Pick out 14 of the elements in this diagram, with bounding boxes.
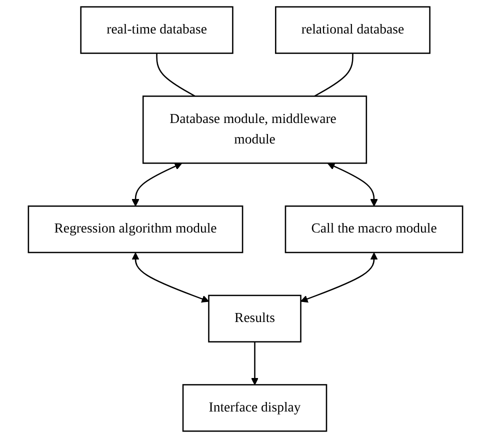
node-box: Call the macro module xyxy=(284,205,464,254)
connector xyxy=(156,53,196,97)
arrow xyxy=(132,252,210,303)
arrow xyxy=(300,252,378,303)
node-box: Interface display xyxy=(182,384,328,432)
node-box: real-time database xyxy=(80,6,234,54)
connector xyxy=(314,53,354,97)
node-box: relational database xyxy=(275,6,430,54)
node-box: Database module, middleware module xyxy=(142,96,368,164)
arrow xyxy=(132,162,182,206)
node-box: Results xyxy=(208,294,302,342)
arrow xyxy=(327,162,378,206)
node-box: Regression algorithm module xyxy=(28,205,244,254)
arrow xyxy=(250,342,259,386)
